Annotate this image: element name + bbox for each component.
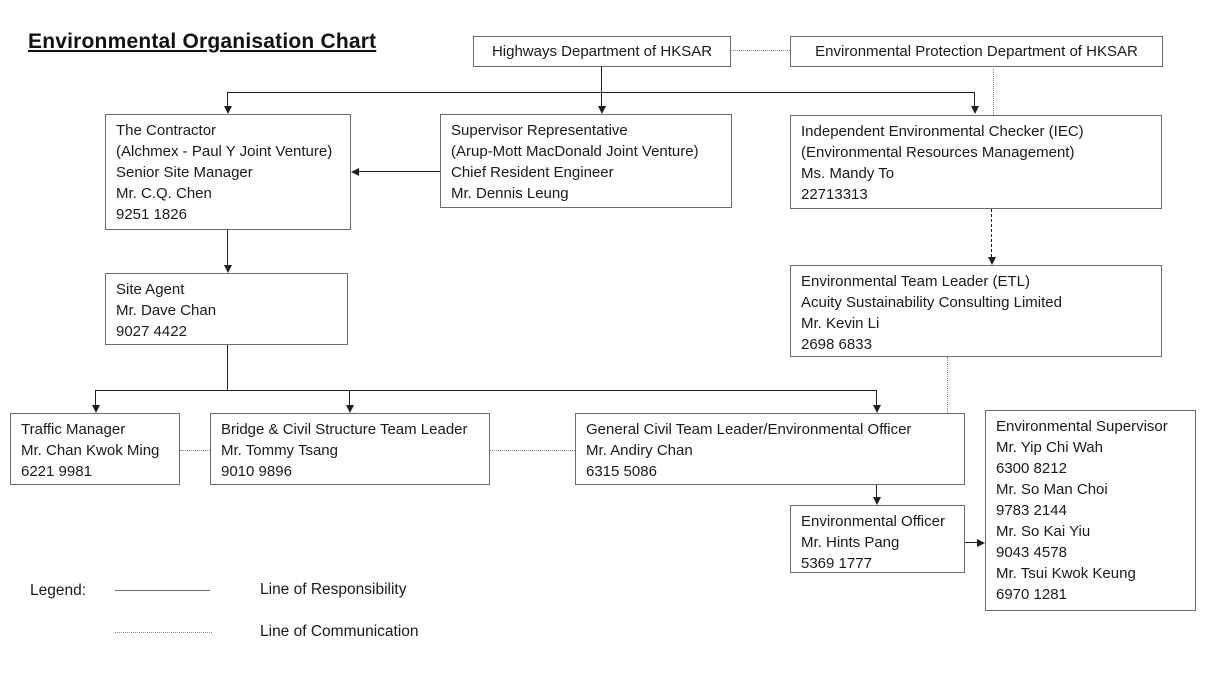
connector-drop-iec (974, 92, 975, 107)
legend-item-communication: Line of Communication (260, 623, 419, 640)
legend-dotted-line-sample (115, 632, 212, 633)
connector-drop-contractor (227, 92, 228, 107)
org-box-bridge-civil-structure-team-leader: Bridge & Civil Structure Team Leader Mr.… (210, 413, 490, 485)
connector-env-officer-env-supervisor (965, 542, 978, 543)
connector-highways-stem (601, 66, 602, 92)
connector-general-civil-env-officer (876, 485, 877, 498)
legend-item-responsibility: Line of Responsibility (260, 581, 407, 598)
connector-bridge-general-communication (490, 450, 575, 451)
arrowhead-to-supervisor-rep (597, 106, 606, 114)
legend-solid-line-sample (115, 590, 210, 591)
arrowhead-to-env-supervisor (977, 538, 985, 547)
connector-lower-distributor (95, 390, 877, 391)
arrowhead-to-env-officer (872, 497, 881, 505)
page-title: Environmental Organisation Chart (28, 30, 377, 53)
connector-etl-general-civil-communication (947, 357, 948, 413)
connector-drop-supervisor-rep (601, 92, 602, 107)
connector-epd-iec-communication (993, 66, 994, 115)
connector-iec-etl (991, 209, 992, 257)
arrowhead-to-contractor (223, 106, 232, 114)
arrowhead-to-traffic-manager (91, 405, 100, 413)
legend-title: Legend: (30, 582, 87, 599)
connector-drop-general-civil (876, 390, 877, 406)
connector-traffic-bridge-communication (180, 450, 210, 451)
arrowhead-to-contractor-side (351, 167, 359, 176)
connector-site-agent-stem (227, 345, 228, 391)
org-box-environmental-officer: Environmental Officer Mr. Hints Pang 536… (790, 505, 965, 573)
arrowhead-to-etl (987, 257, 996, 265)
org-box-supervisor-representative: Supervisor Representative (Arup-Mott Mac… (440, 114, 732, 208)
connector-supervisor-rep-contractor (359, 171, 440, 172)
connector-drop-bridge-leader (349, 390, 350, 406)
org-box-traffic-manager: Traffic Manager Mr. Chan Kwok Ming 6221 … (10, 413, 180, 485)
org-box-environmental-protection-department: Environmental Protection Department of H… (790, 36, 1163, 67)
org-box-environmental-supervisor: Environmental Supervisor Mr. Yip Chi Wah… (985, 410, 1196, 611)
org-box-environmental-team-leader: Environmental Team Leader (ETL) Acuity S… (790, 265, 1162, 357)
arrowhead-to-bridge-leader (345, 405, 354, 413)
arrowhead-to-general-civil (872, 405, 881, 413)
org-box-independent-environmental-checker: Independent Environmental Checker (IEC) … (790, 115, 1162, 209)
connector-highways-epd-communication (731, 50, 790, 51)
arrowhead-to-site-agent (223, 265, 232, 273)
org-box-general-civil-team-leader: General Civil Team Leader/Environmental … (575, 413, 965, 485)
connector-drop-traffic-manager (95, 390, 96, 406)
org-box-site-agent: Site Agent Mr. Dave Chan 9027 4422 (105, 273, 348, 345)
arrowhead-to-iec (970, 106, 979, 114)
org-box-contractor: The Contractor (Alchmex - Paul Y Joint V… (105, 114, 351, 230)
connector-contractor-site-agent (227, 230, 228, 266)
org-box-highways-department: Highways Department of HKSAR (473, 36, 731, 67)
